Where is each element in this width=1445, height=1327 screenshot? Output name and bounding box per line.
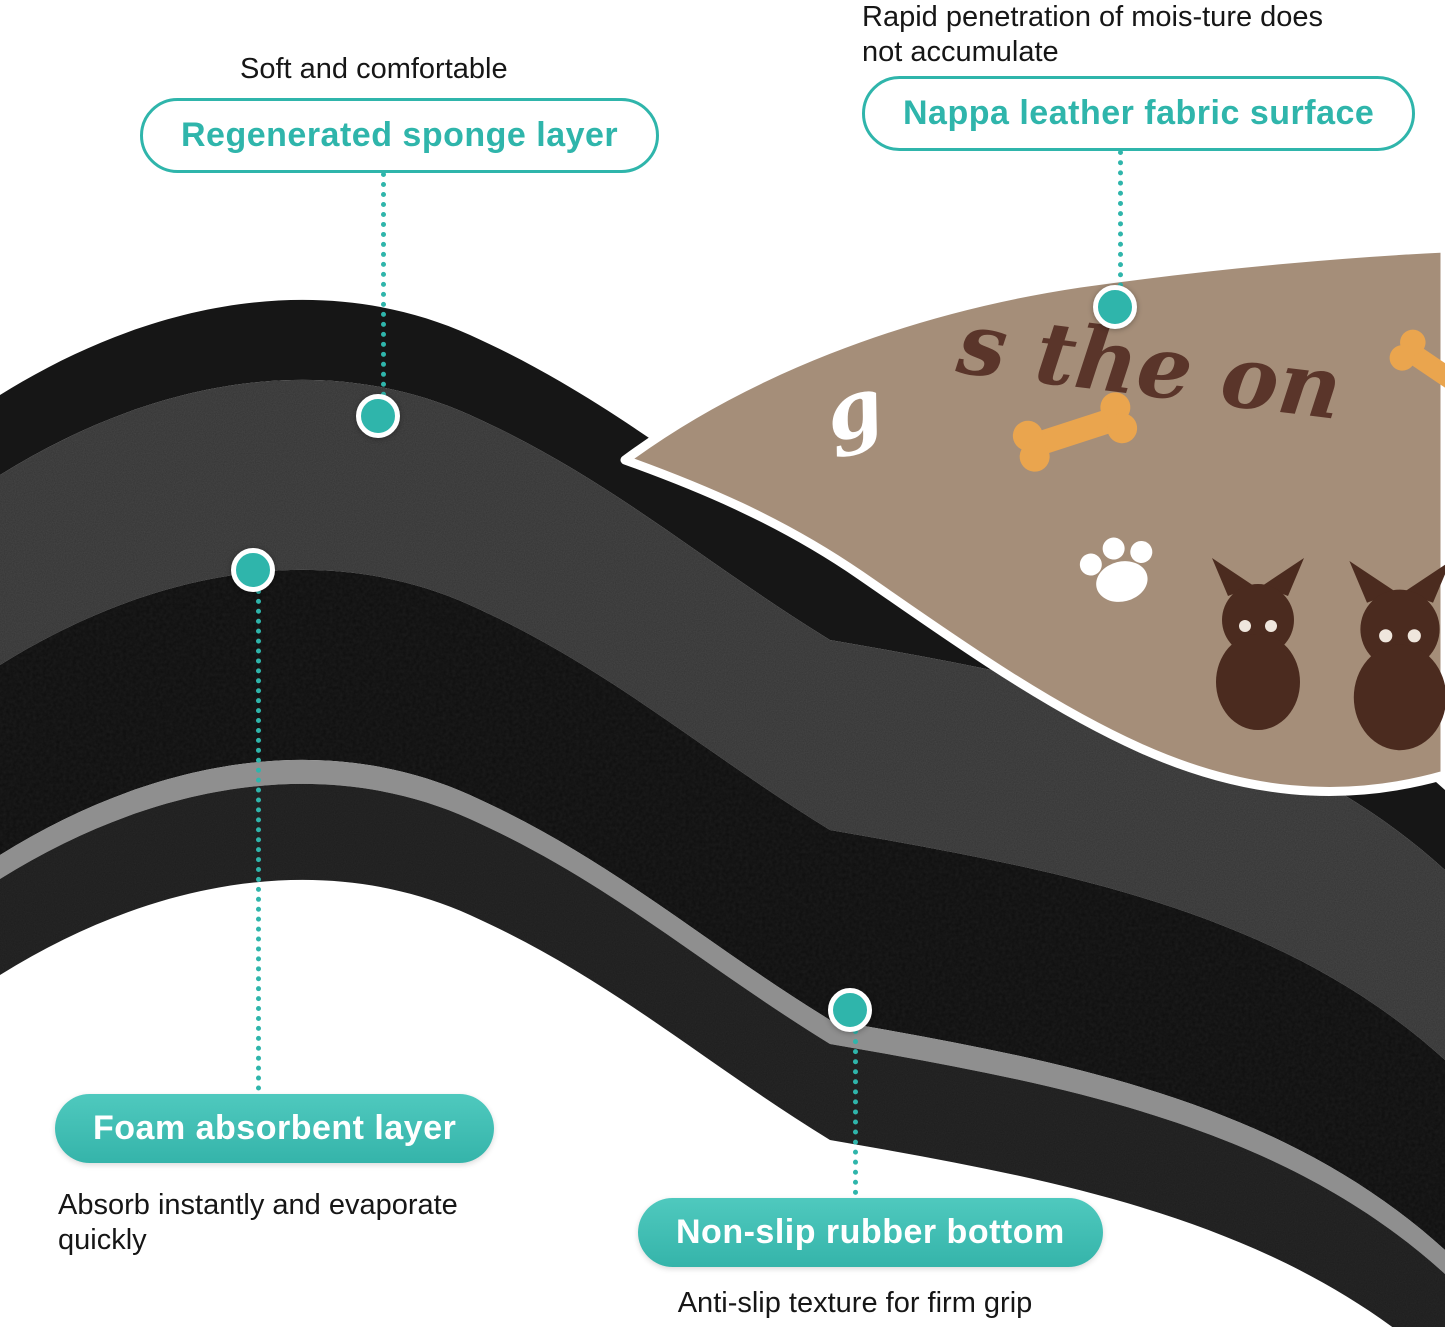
fabric-caption-line2: not accumulate xyxy=(862,36,1059,68)
rubber-caption: Anti-slip texture for firm grip xyxy=(677,1287,1033,1319)
foam-caption-line1: Absorb instantly and evaporate xyxy=(58,1189,458,1221)
rubber-marker-dot xyxy=(828,988,872,1032)
sponge-caption: Soft and comfortable xyxy=(240,53,508,85)
sponge-marker-dot xyxy=(356,394,400,438)
foam-texture xyxy=(0,569,1445,1250)
paw-print-icon xyxy=(1079,537,1153,602)
sponge-texture xyxy=(0,379,1445,1060)
rubber-leader-line xyxy=(853,1019,858,1195)
foam-leader-line xyxy=(256,579,261,1091)
sponge-label-pill: Regenerated sponge layer xyxy=(140,98,660,173)
fabric-label-pill: Nappa leather fabric surface xyxy=(862,76,1416,151)
top-edge-band xyxy=(0,299,1445,870)
rubber-texture xyxy=(0,784,1445,1327)
foam-caption: Absorb instantly and evaporate quickly xyxy=(58,1188,458,1258)
fabric-caption: Rapid penetration of mois-ture does not … xyxy=(862,0,1323,70)
rubber-label-pill: Non-slip rubber bottom xyxy=(638,1198,1103,1267)
fabric-marker-dot xyxy=(1093,285,1137,329)
foam-label-pill: Foam absorbent layer xyxy=(55,1094,495,1163)
fabric-leader-line xyxy=(1118,150,1123,308)
fabric-caption-line1: Rapid penetration of mois-ture does xyxy=(862,1,1324,33)
foam-caption-line2: quickly xyxy=(58,1224,147,1256)
foam-marker-dot xyxy=(231,548,275,592)
sponge-leader-line xyxy=(381,172,386,417)
